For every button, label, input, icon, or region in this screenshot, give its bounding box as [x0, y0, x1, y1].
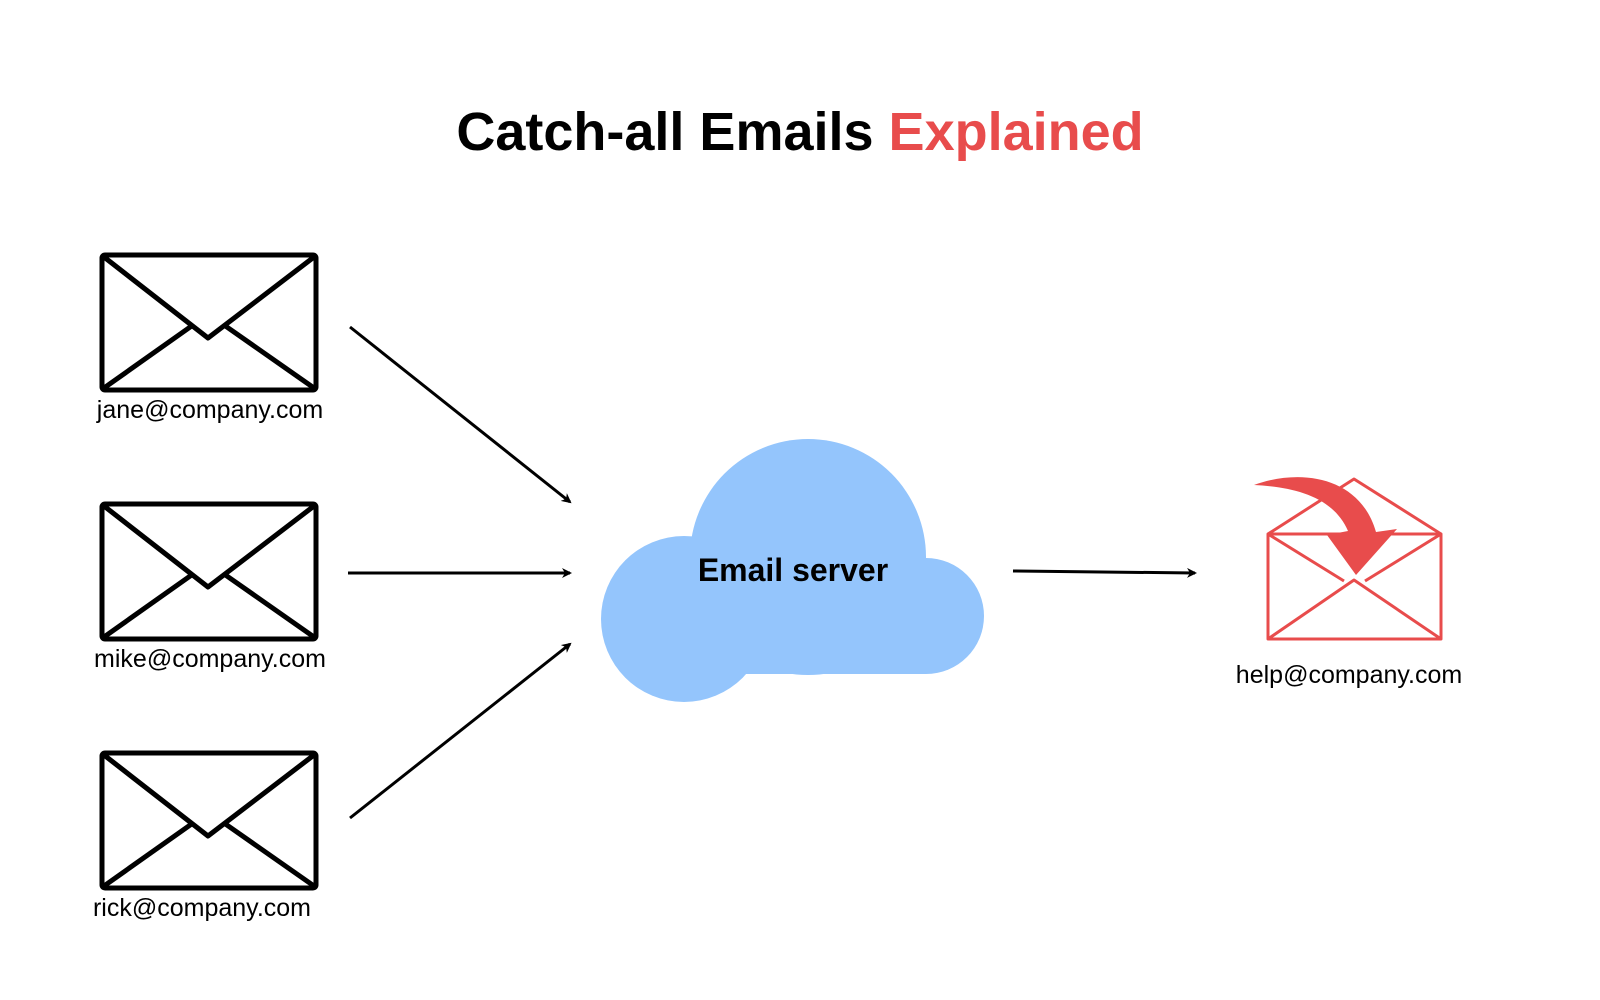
sender-address: rick@company.com [93, 894, 311, 922]
sender-mike: mike@company.com [94, 501, 326, 673]
server-label: Email server [698, 552, 888, 588]
diagram-title: Catch-all Emails Explained [456, 102, 1143, 162]
title-part-1: Catch-all Emails [456, 102, 873, 162]
email-server: Email server [601, 439, 984, 702]
destination-help: help@company.com [1236, 477, 1462, 689]
arrow-server-to-help [1012, 567, 1197, 578]
sender-address: mike@company.com [94, 645, 326, 673]
envelope-icon [99, 252, 319, 393]
destination-address: help@company.com [1236, 661, 1462, 689]
curved-arrow-icon [1254, 477, 1397, 575]
sender-jane: jane@company.com [96, 252, 323, 424]
open-envelope-with-arrow-icon [1254, 477, 1443, 641]
envelope-icon [99, 501, 319, 642]
sender-address: jane@company.com [96, 396, 323, 424]
envelope-icon [99, 750, 319, 891]
title-part-2-highlight: Explained [889, 102, 1144, 162]
cloud-icon [601, 439, 984, 702]
arrow-rick-to-server [349, 642, 572, 820]
arrow-jane-to-server [349, 325, 572, 504]
sender-rick: rick@company.com [93, 750, 319, 922]
